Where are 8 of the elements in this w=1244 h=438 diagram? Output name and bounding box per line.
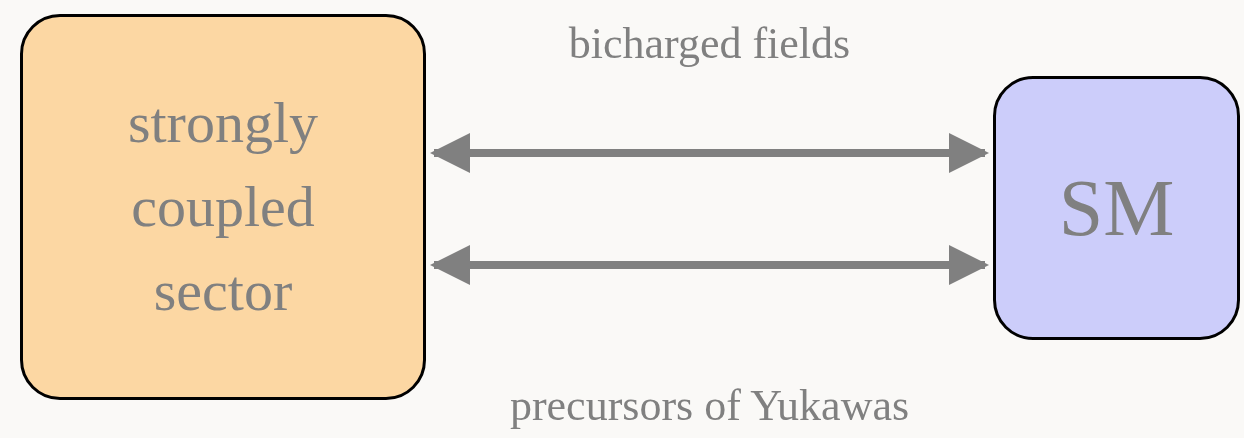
edge-label: bicharged fields — [568, 18, 851, 69]
edge-label: precursors of Yukawas — [509, 380, 910, 431]
box-label: strongly coupled sector — [126, 88, 320, 326]
double-arrow — [430, 133, 989, 173]
process-box — [993, 76, 1240, 340]
box-label: SM — [1058, 163, 1175, 254]
process-box — [20, 14, 426, 400]
double-arrow — [430, 245, 989, 285]
